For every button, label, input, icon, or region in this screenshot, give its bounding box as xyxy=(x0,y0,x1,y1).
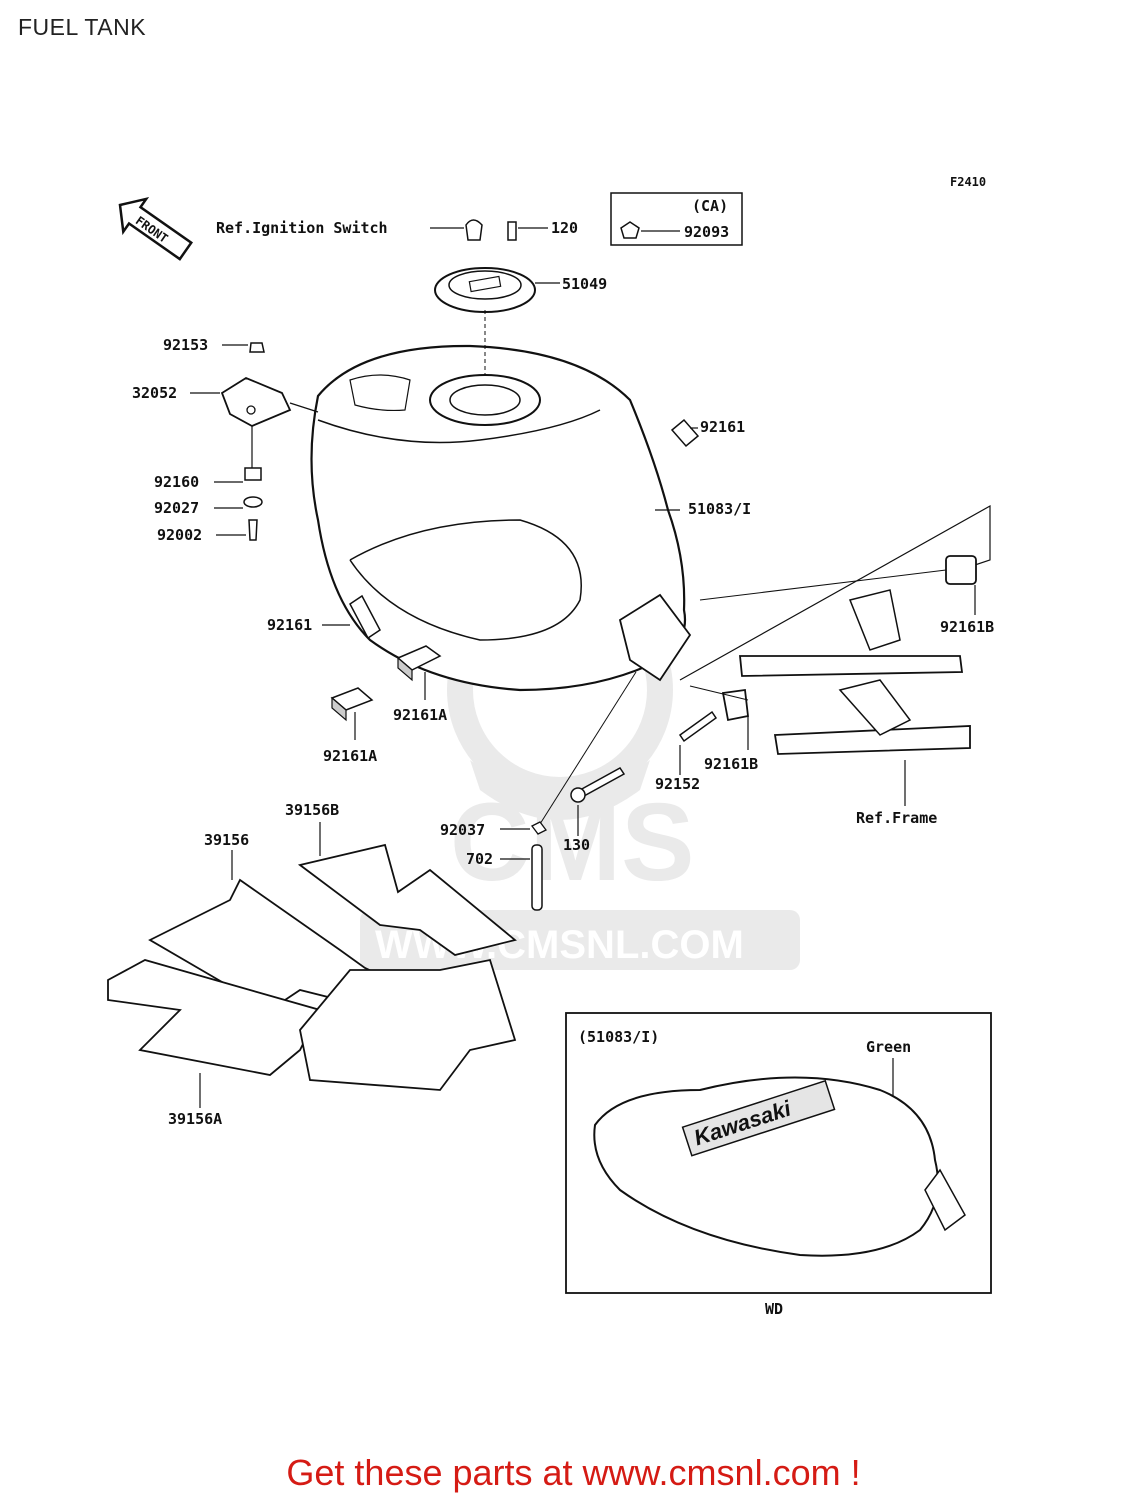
part-label: 92161A xyxy=(393,706,447,724)
part-label: 92161A xyxy=(323,747,377,765)
diagram-code: F2410 xyxy=(950,175,986,189)
part-label: 130 xyxy=(563,836,590,854)
part-label: 39156A xyxy=(168,1110,222,1128)
footer-cta[interactable]: Get these parts at www.cmsnl.com ! xyxy=(0,1452,1147,1494)
part-label: 92160 xyxy=(154,473,199,491)
part-label: 92161B xyxy=(704,755,758,773)
part-labels: 120 92093 51049 92153 32052 92161 92160 … xyxy=(132,219,994,1128)
ca-box-label: (CA) xyxy=(692,197,728,215)
front-arrow-icon: FRONT xyxy=(118,196,194,261)
inset-footnote: WD xyxy=(765,1300,783,1318)
part-label: 92161B xyxy=(940,618,994,636)
page-title: FUEL TANK xyxy=(18,14,147,40)
parts-diagram: CMS WWW.CMSNL.COM F2410 FRONT (CA) Ref.I… xyxy=(107,175,994,1318)
pad-39156b xyxy=(297,843,517,956)
part-label: 120 xyxy=(551,219,578,237)
pad-39156a xyxy=(107,959,322,1076)
svg-text:CMS: CMS xyxy=(450,781,694,904)
inset-color: Green xyxy=(866,1038,911,1056)
part-label: 92027 xyxy=(154,499,199,517)
part-label: 32052 xyxy=(132,384,177,402)
part-label: 92152 xyxy=(655,775,700,793)
part-label: 39156 xyxy=(204,831,249,849)
part-label: 92153 xyxy=(163,336,208,354)
inset-box xyxy=(565,1012,992,1294)
part-label: 92093 xyxy=(684,223,729,241)
part-label: 92037 xyxy=(440,821,485,839)
inset-title: (51083/I) xyxy=(578,1028,659,1046)
ca-box xyxy=(610,192,743,246)
ref-frame: Ref.Frame xyxy=(856,809,937,827)
ref-ignition-switch: Ref.Ignition Switch xyxy=(216,219,388,237)
part-label: 92161 xyxy=(267,616,312,634)
part-label: 51083/I xyxy=(688,500,751,518)
part-label: 51049 xyxy=(562,275,607,293)
part-label: 92002 xyxy=(157,526,202,544)
part-label: 39156B xyxy=(285,801,339,819)
footer-text[interactable]: Get these parts at www.cmsnl.com ! xyxy=(286,1452,861,1493)
part-label: 92161 xyxy=(700,418,745,436)
part-label: 702 xyxy=(466,850,493,868)
